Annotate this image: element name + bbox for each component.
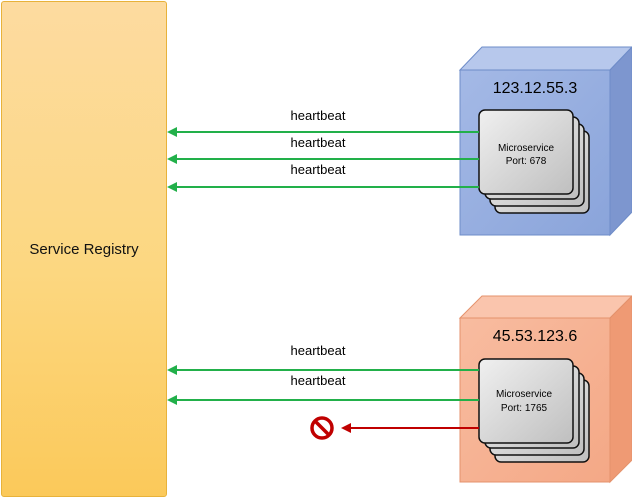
service-card-stack-1: Microservice Port: 678 xyxy=(478,109,590,214)
failed-heartbeat xyxy=(310,416,479,440)
host-box-2-top xyxy=(458,295,632,319)
service-name-1: Microservice xyxy=(498,143,555,154)
service-port-1: Port: 678 xyxy=(506,156,547,167)
host-box-1-top xyxy=(458,46,632,71)
service-card-stack-2: Microservice Port: 1765 xyxy=(478,358,590,463)
heartbeat-label: heartbeat xyxy=(291,162,346,177)
heartbeat-label: heartbeat xyxy=(291,108,346,123)
service-registry: Service Registry xyxy=(1,1,167,497)
host-ip-2: 45.53.123.6 xyxy=(493,328,578,345)
service-card-2 xyxy=(478,358,574,444)
service-port-2: Port: 1765 xyxy=(501,403,548,414)
heartbeat-label: heartbeat xyxy=(291,135,346,150)
heartbeat-arrows-host-1: heartbeat heartbeat heartbeat xyxy=(167,108,479,192)
host-box-2: 45.53.123.6 Microservice Port: 1765 xyxy=(458,295,632,484)
service-card-1 xyxy=(478,109,574,195)
service-registry-label: Service Registry xyxy=(29,240,139,258)
service-name-2: Microservice xyxy=(496,389,553,400)
heartbeat-arrows-host-2: heartbeat heartbeat xyxy=(167,343,479,405)
host-box-1: 123.12.55.3 Microservice Port: 678 xyxy=(458,46,632,237)
heartbeat-label: heartbeat xyxy=(291,373,346,388)
host-box-2-side xyxy=(609,295,632,484)
host-box-1-side xyxy=(609,46,632,237)
host-ip-1: 123.12.55.3 xyxy=(493,80,578,97)
heartbeat-label: heartbeat xyxy=(291,343,346,358)
no-entry-icon xyxy=(310,416,334,440)
